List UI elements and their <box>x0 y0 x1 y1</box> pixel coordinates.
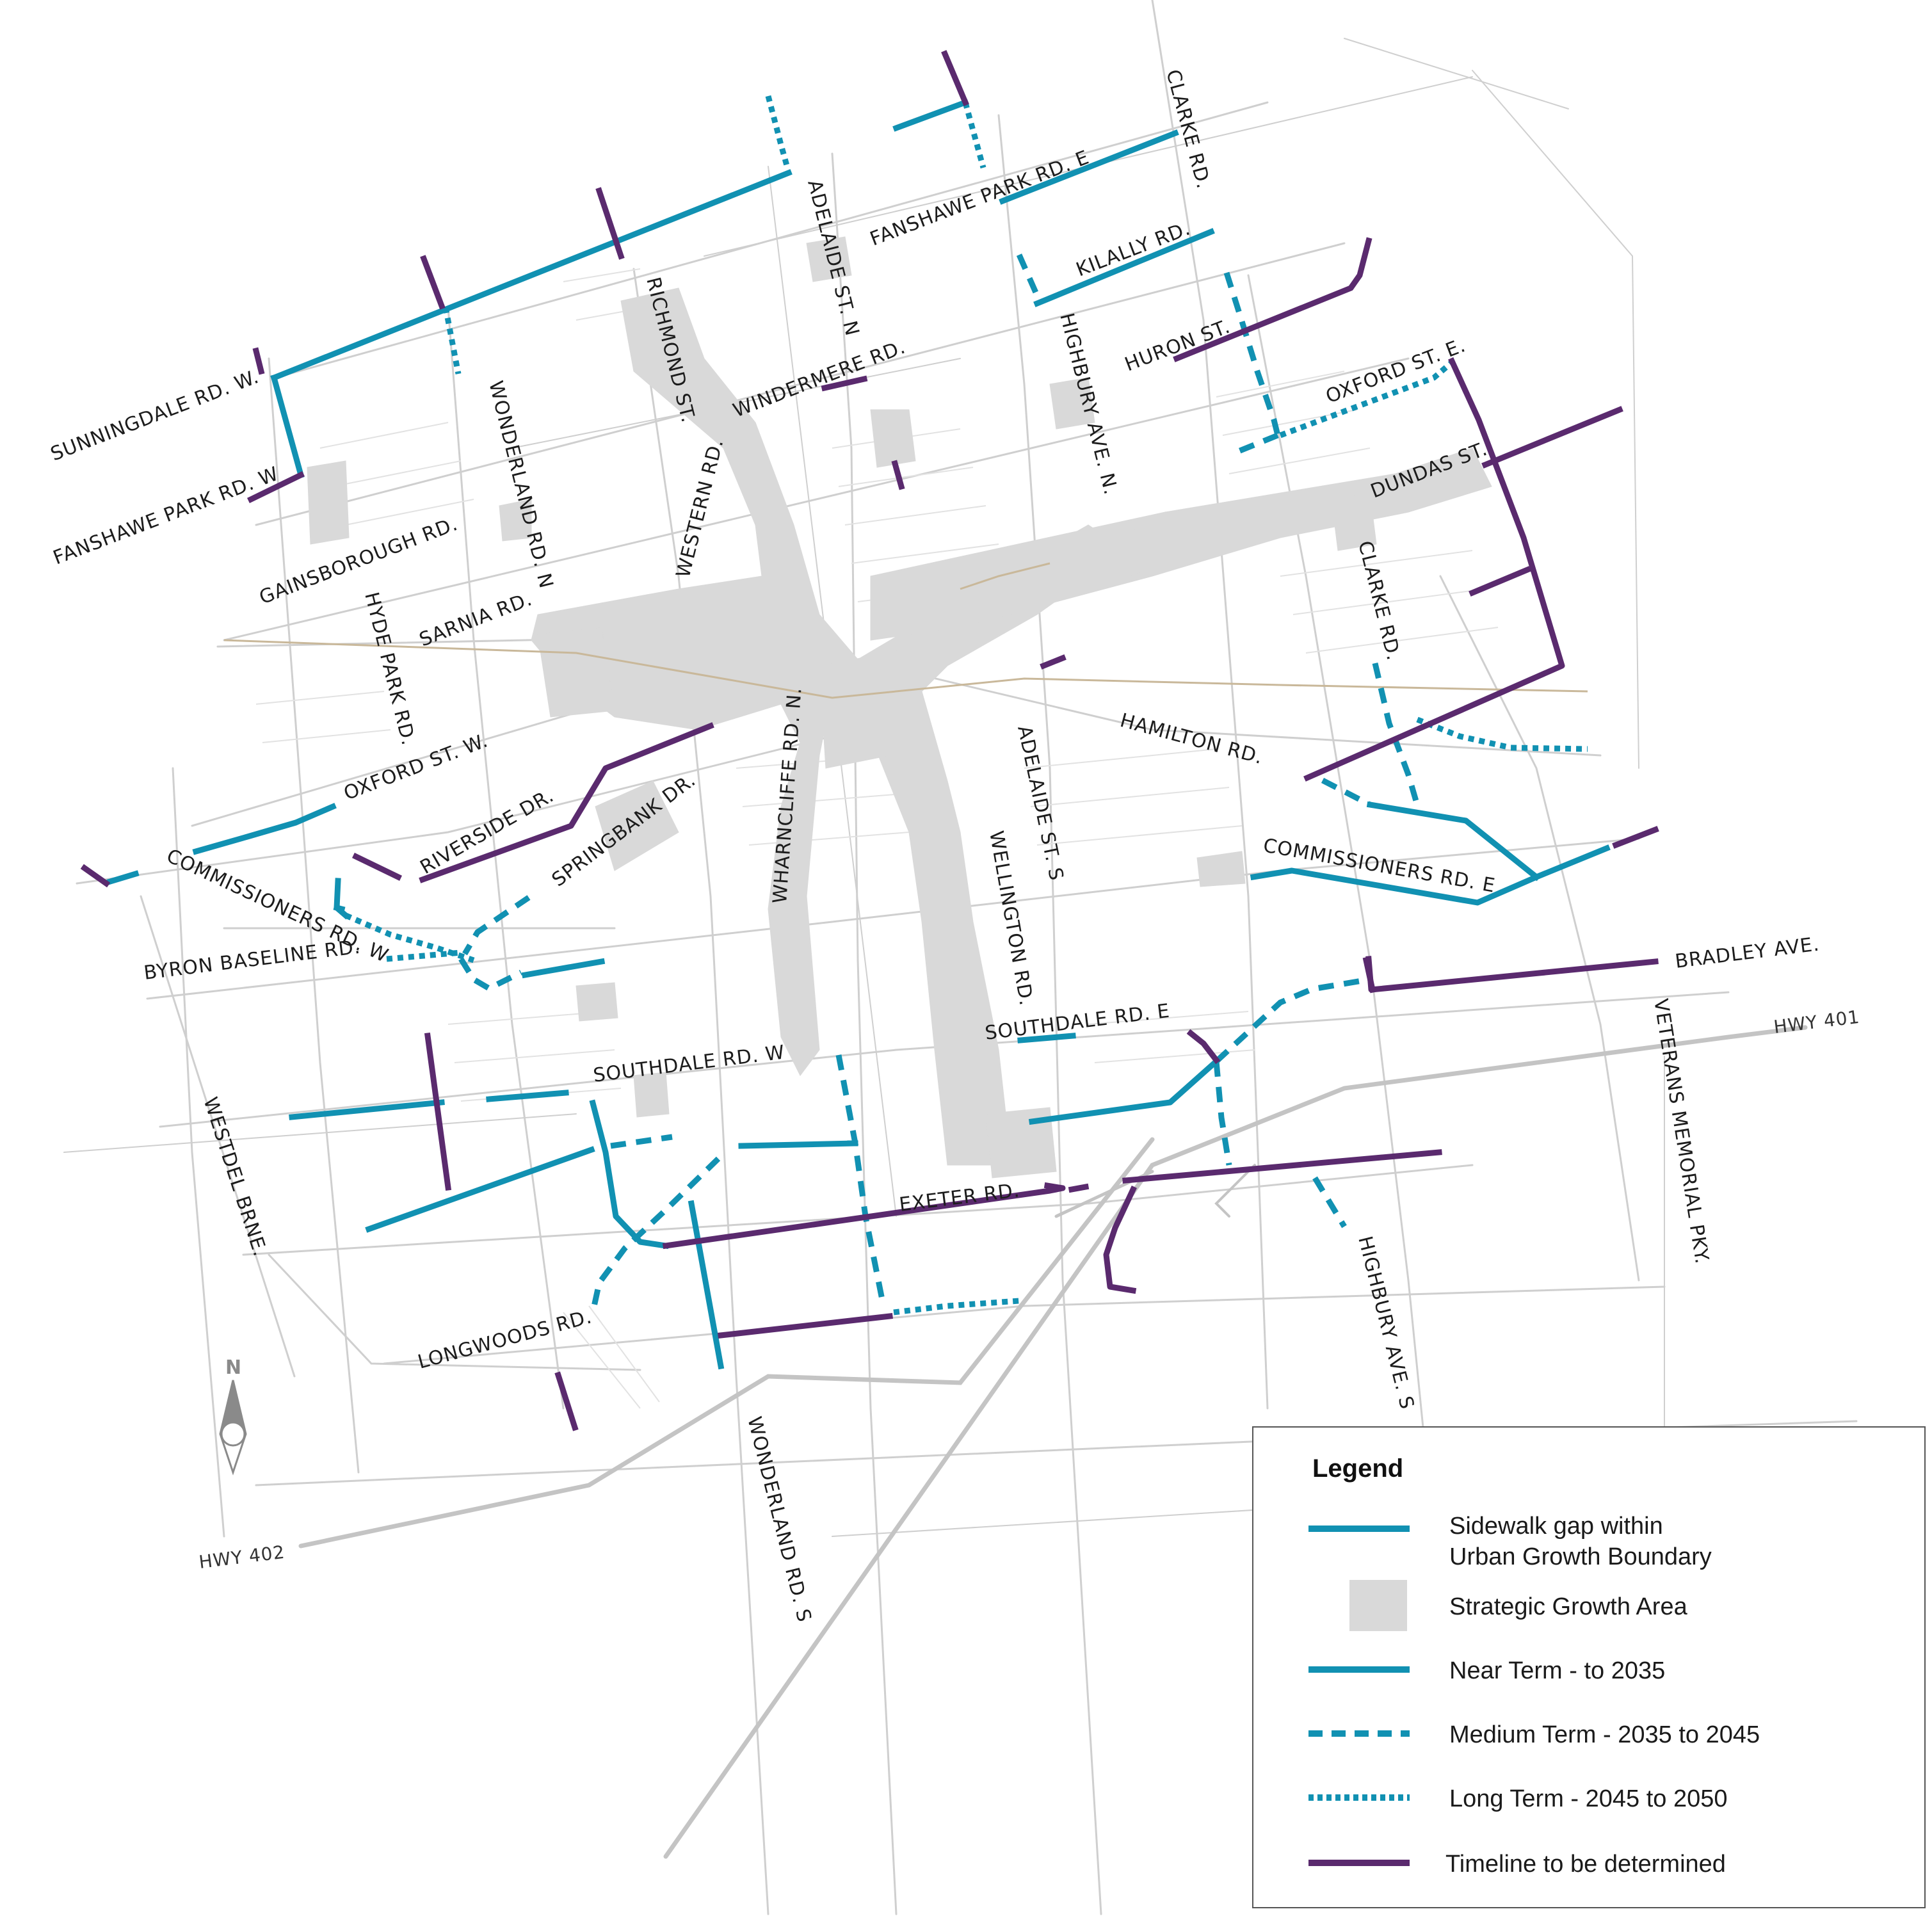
legend-swatch-solid-blue <box>1308 1666 1410 1673</box>
medium-term-gaps <box>458 254 1421 1313</box>
legend-swatch-solid-blue <box>1308 1526 1410 1532</box>
road-label: VETERANS MEMORIAL PKY. <box>1649 997 1713 1266</box>
road-label: GAINSBOROUGH RD. <box>256 513 461 609</box>
legend-label: Near Term - to 2035 <box>1449 1657 1666 1684</box>
road-label: LONGWOODS RD. <box>415 1305 595 1373</box>
road-label: SUNNINGDALE RD. W. <box>47 366 262 465</box>
tbd-segments <box>80 50 1659 1431</box>
road-label: WINDERMERE RD. <box>730 335 908 422</box>
legend-label: Sidewalk gap within <box>1449 1513 1663 1540</box>
road-label: OXFORD ST. E. <box>1323 334 1469 408</box>
road-label: BYRON BASELINE RD. <box>143 936 362 985</box>
legend-label: Urban Growth Boundary <box>1449 1543 1712 1570</box>
local-streets <box>255 268 1499 1409</box>
road-label: HWY 402 <box>198 1542 286 1573</box>
road-label: WELLINGTON RD. <box>985 829 1038 1008</box>
road-label: HYDE PARK RD. <box>360 590 419 748</box>
road-label: HIGHBURY AVE. S <box>1353 1234 1418 1412</box>
legend-label: Long Term - 2045 to 2050 <box>1449 1785 1728 1812</box>
railways <box>223 562 1588 699</box>
legend-title: Legend <box>1312 1454 1404 1483</box>
legend-swatch-dotted-blue <box>1308 1794 1410 1801</box>
legend-label: Timeline to be determined <box>1445 1851 1726 1878</box>
road-label: RIVERSIDE DR. <box>417 784 558 879</box>
legend-label: Strategic Growth Area <box>1449 1593 1687 1620</box>
road-label: BRADLEY AVE. <box>1674 933 1821 973</box>
legend-swatch-grey-box <box>1349 1580 1407 1631</box>
legend-label: Medium Term - 2035 to 2045 <box>1449 1721 1760 1748</box>
road-label: HAMILTON RD. <box>1118 709 1266 769</box>
base-road-network <box>63 0 1858 1915</box>
road-label: FANSHAWE PARK RD. E <box>867 146 1092 250</box>
map-legend: Legend Sidewalk gap within Urban Growth … <box>1252 1426 1926 1908</box>
north-label: N <box>225 1356 241 1379</box>
legend-swatch-dashed-blue <box>1308 1730 1410 1737</box>
road-label: HWY 401 <box>1773 1006 1861 1038</box>
road-label: WESTERN RD. <box>672 437 729 580</box>
road-label: WONDERLAND RD. N <box>484 378 558 591</box>
strategic-growth-areas <box>307 236 1492 1179</box>
road-label: WONDERLAND RD. S <box>743 1414 816 1624</box>
legend-swatch-solid-purple <box>1308 1860 1410 1866</box>
north-arrow: N <box>219 1356 247 1476</box>
road-label: FANSHAWE PARK RD. W <box>50 463 282 570</box>
road-label: HURON ST. <box>1122 316 1233 376</box>
long-term-gaps <box>344 95 1588 1316</box>
road-label: SOUTHDALE RD. W <box>592 1041 787 1086</box>
near-term-gaps <box>106 99 1611 1370</box>
